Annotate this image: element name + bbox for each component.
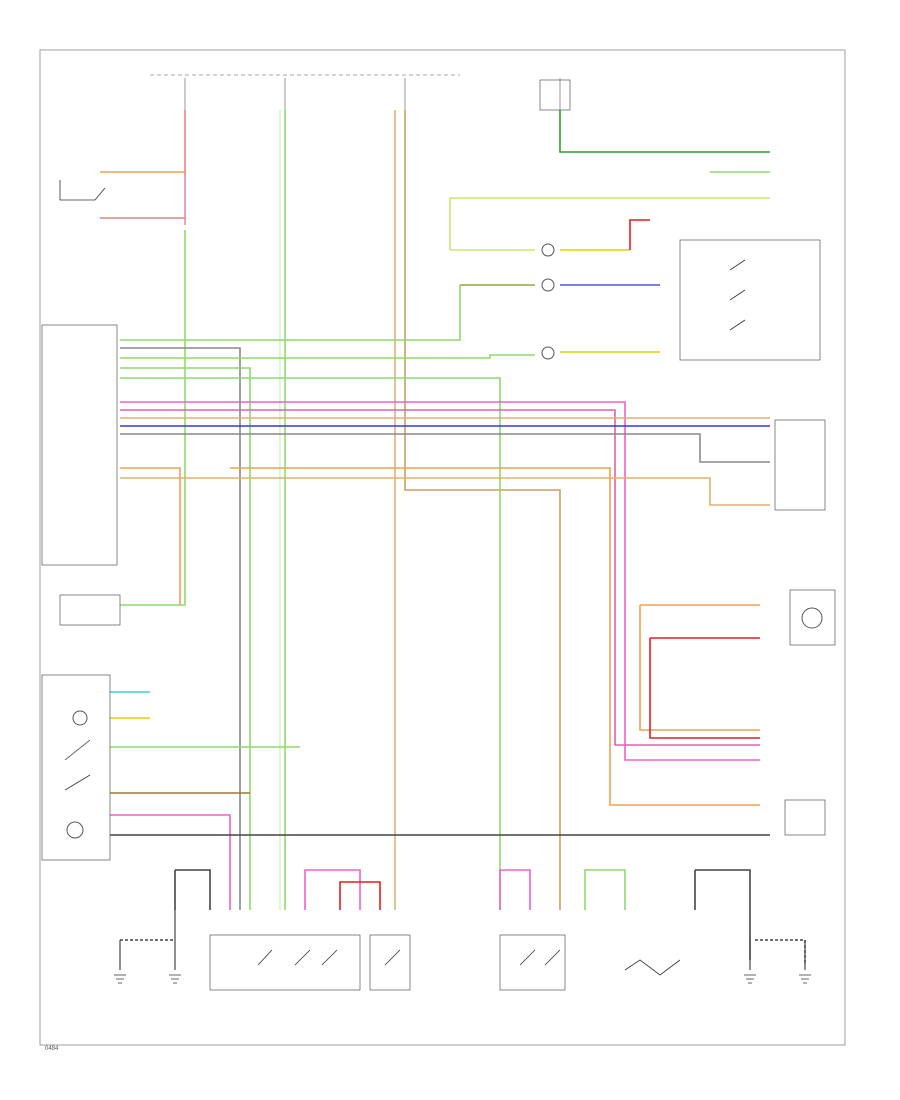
wire-red-6 [339, 881, 381, 910]
wire-tan-4 [120, 477, 770, 506]
wire-gray-2 [120, 433, 770, 463]
wire-dk-green [559, 110, 770, 153]
wire-black-4 [695, 869, 751, 960]
tcm-box [59, 594, 121, 626]
fuse-section [150, 74, 571, 111]
cruise-switch-box [679, 239, 821, 361]
wire-pink-3 [110, 814, 231, 910]
switch-icon [257, 949, 338, 966]
sensor-icon [801, 607, 823, 629]
wire-group [100, 110, 806, 965]
components [41, 180, 836, 991]
ecm-connector-block [41, 324, 118, 566]
connector-icon [541, 243, 555, 257]
wire-red-3 [629, 219, 650, 250]
wire-tan-2 [404, 110, 561, 910]
kick-down-switch-box [369, 934, 411, 991]
ground-icon [114, 974, 811, 984]
sensor-box [789, 589, 836, 646]
wire-pink-2 [120, 409, 760, 746]
switch-icon [384, 949, 401, 966]
wire-orange-2 [120, 467, 181, 605]
diagram-frame [39, 49, 846, 1046]
connector-icon [541, 346, 555, 360]
wire-orange-3 [230, 467, 760, 806]
brake-switch-icon [59, 180, 106, 201]
wire-gray [120, 347, 241, 910]
wire-black-3 [175, 869, 211, 910]
wire-green-5 [120, 354, 535, 359]
relay-box [774, 419, 826, 511]
wire-pink-5 [499, 869, 531, 910]
wire-green-6 [120, 367, 251, 910]
wire-pink-main [120, 401, 760, 761]
wire-lt-green [120, 230, 186, 606]
lamp-icon [72, 710, 88, 726]
wire-green-4 [120, 285, 461, 341]
instrument-cluster-box [784, 799, 826, 836]
range-switch-box [41, 674, 111, 861]
connector-icon [541, 278, 555, 292]
switch-icon [64, 739, 91, 791]
wire-green-7 [120, 377, 501, 910]
page-code: 0484 [45, 1046, 59, 1052]
wire-yel-green [449, 197, 770, 250]
wire-red-5 [649, 638, 760, 739]
lamp-icon [66, 821, 84, 839]
switch-icon [729, 259, 746, 331]
wire-pink-4 [304, 869, 361, 910]
wire-orange-5 [639, 605, 760, 731]
wire-green-9 [584, 869, 626, 910]
overdrive-switch-box [499, 934, 566, 991]
wire-black-7 [755, 939, 806, 965]
hold-switch-box [209, 934, 361, 991]
switch-icon [519, 949, 561, 966]
switch-icon [624, 959, 681, 976]
